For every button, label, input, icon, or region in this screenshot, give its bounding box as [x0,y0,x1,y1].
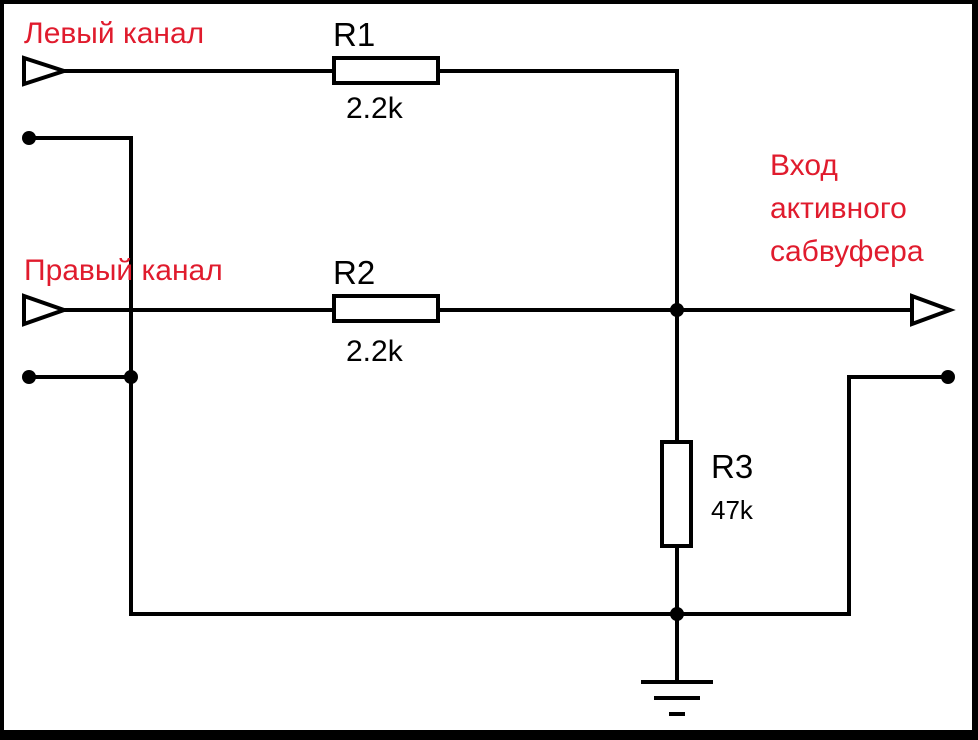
output-label-line1: Вход [770,149,838,182]
left-channel-label: Левый канал [24,17,204,50]
drawing-area [4,4,972,730]
r3-value: 47k [711,495,754,525]
r3-designator: R3 [711,448,753,485]
r2-designator: R2 [333,254,375,291]
r2-value: 2.2k [346,335,404,368]
left-input-terminal [22,55,71,87]
ground-junction-right [670,607,684,621]
resistor-r3 [660,440,693,548]
resistor-r2 [332,294,440,323]
right-channel-label: Правый канал [24,254,223,287]
r1-value: 2.2k [346,92,404,125]
output-label-line2: активного [770,192,907,225]
ground-junction-left [124,370,138,384]
resistor-r1 [332,56,440,85]
r1-designator: R1 [333,16,375,53]
output-terminal [910,293,956,327]
right-input-terminal [22,293,71,327]
output-ground-terminal [941,370,955,384]
output-label-line3: сабвуфера [770,235,924,268]
